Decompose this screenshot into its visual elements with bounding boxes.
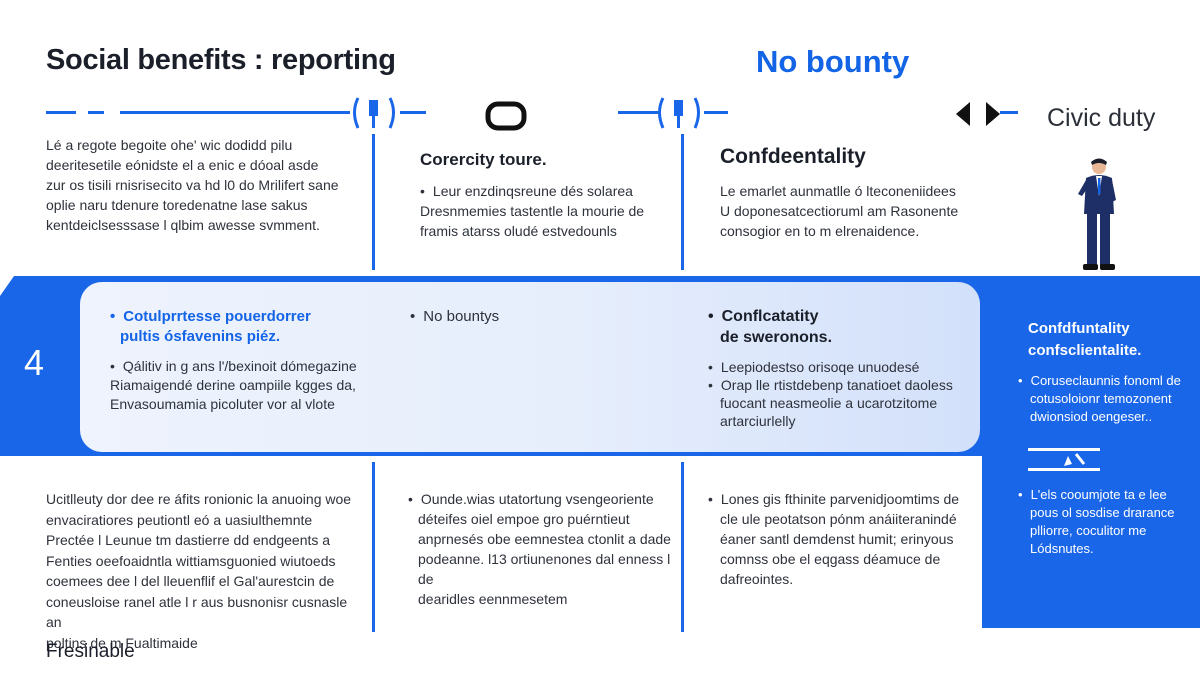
card-col1-heading: Cotulprrtesse pouerdorrer pultis ósfaven… (110, 307, 311, 347)
panel-heading: Confdfuntality confsclientalite. (1028, 318, 1141, 362)
top-col1-text: Lé a regote begoite ohe' wic dodidd pilu… (46, 135, 356, 235)
column-divider (372, 462, 375, 632)
bullet-item: Coruseclaunnis fonoml de (1018, 372, 1193, 390)
text-line: Prectée l Leunue tm dastierre dd endgeen… (46, 532, 331, 548)
text-line: fuocant neasmeolie a ucarotzitome (720, 395, 938, 411)
text-line: pous ol sosdise drarance (1030, 505, 1175, 520)
panel-text-1: Coruseclaunnis fonoml de cotusoloionr te… (1018, 372, 1193, 426)
card-col3-text: Leepiodestso orisoqe unuodesé Orap lle r… (708, 358, 968, 430)
top-col2-text: Leur enzdinqsreune dés solarea Dresnmemi… (420, 181, 670, 241)
column-divider (681, 134, 684, 270)
text-line: poltins de m Fualtimaide (46, 634, 198, 651)
column-divider (372, 134, 375, 270)
text-line: artarciurlelly (720, 413, 796, 429)
bottom-col3-text: Lones gis fthinite parvenidjoomtims de c… (708, 489, 973, 589)
text-line: dafreointes. (720, 571, 794, 587)
text-line: zur os tisili rnisrisecito va hd l0 do M… (46, 177, 339, 193)
column-divider (681, 462, 684, 632)
bracket-bar-icon (658, 97, 700, 129)
text-line: dearidles eennmesetem (418, 591, 568, 607)
text-line: comnss obe el eqgass déamuce de (720, 551, 941, 567)
text-line: Confdfuntality (1028, 320, 1130, 337)
bullet-item: Ounde.wias utatortung vsengeoriente (408, 489, 673, 509)
text-line: dwionsiod oengeser.. (1030, 409, 1153, 424)
text-line: Le emarlet aunmatlle ó lteconeniidees (720, 183, 956, 199)
card-col3-heading: Conflcatatity de sweronons. (708, 306, 832, 348)
text-line: podeanne. l13 ortiunenones dal enness l … (418, 551, 671, 587)
bracket-bar-icon (353, 97, 395, 129)
bullet-item: Orap lle rtistdebenp tanatioet daoless (708, 376, 968, 394)
footer-label: Fresinable (46, 641, 135, 662)
top-col2-heading: Corercity toure. (420, 150, 547, 169)
secondary-title: No bounty (756, 44, 910, 79)
text-line: Dresnmemies tastentle la mourie de (420, 203, 645, 219)
bullet-item: L'els cooumjote ta e lee (1018, 486, 1193, 504)
bullet-item: Conflcatatity (708, 306, 832, 327)
timeline-segment (618, 111, 658, 114)
page-title: Social benefits : reporting (46, 44, 396, 76)
civic-duty-label: Civic duty (1047, 104, 1156, 132)
rounded-rect-icon (485, 101, 527, 131)
text-line: framis atarss oludé estvedounls (420, 223, 617, 239)
bullet-item: No bountys (410, 307, 499, 327)
bullet-item: Leepiodestso orisoqe unuodesé (708, 358, 968, 376)
text-line: coneusloise ranel atle l r aus busnonisr… (46, 593, 348, 631)
text-line: éaner santl demdenst humit; erinyous (720, 531, 954, 547)
timeline-segment (400, 111, 426, 114)
text-line: Ucitlleuty dor dee re áfits ronionic la … (46, 491, 352, 507)
double-arrow-icon (956, 102, 1000, 126)
text-line: pultis ósfavenins piéz. (120, 328, 281, 345)
top-col3-heading: Confdeentality (720, 145, 866, 168)
text-line: Lé a regote begoite ohe' wic dodidd pilu (46, 137, 293, 153)
text-line: Fenties oeefoaidntla wittiamsguonied wiu… (46, 552, 336, 569)
text-line: kentdeiclsesssase l qlbim awesse svmment… (46, 217, 320, 233)
text-line: consogior en to m elrenaidence. (720, 223, 920, 239)
text-line: Lódsnutes. (1030, 541, 1094, 556)
text-line: coemees dee l del lleuenflif el Gal'aure… (46, 573, 335, 589)
text-line: plliorre, coculitor me (1030, 523, 1147, 538)
text-line: confsclientalite. (1028, 342, 1142, 359)
text-line: déteifes oiel empoe gro puérntieut (418, 511, 630, 527)
timeline-segment (46, 111, 76, 114)
bullet-item: Leur enzdinqsreune dés solarea (420, 181, 670, 201)
panel-text-2: L'els cooumjote ta e lee pous ol sosdise… (1018, 486, 1193, 558)
timeline-segment (120, 111, 350, 114)
text-line: cotusoloionr temozonent (1030, 391, 1172, 406)
text-line: deeritesetile eónidste el a enic e dóoal… (46, 157, 319, 173)
text-line: Envasoumamia picoluter vor al vlote (110, 396, 335, 412)
right-panel (982, 276, 1200, 628)
timeline-segment (704, 111, 728, 114)
bullet-item: Lones gis fthinite parvenidjoomtims de (708, 489, 973, 509)
bullet-item: Qálitiv in g ans l'/bexinoit dómegazine (110, 357, 400, 376)
text-line: cle ule peotatson pónm anáiiteranindé (720, 511, 957, 527)
card-col2-heading: No bountys (410, 307, 499, 327)
bottom-col1-text: Ucitlleuty dor dee re áfits ronionic la … (46, 489, 366, 653)
band-edge (0, 276, 14, 296)
timeline-segment (1000, 111, 1018, 114)
text-line: anprnesés obe eemnestea ctonlit a dade (418, 531, 671, 547)
text-line: U doponesatcectioruml am Rasonente (720, 203, 959, 219)
text-line: Riamaigendé derine oampiile kgges da, (110, 377, 356, 393)
timeline-segment (88, 111, 104, 114)
person-icon (1078, 158, 1116, 270)
bottom-col2-text: Ounde.wias utatortung vsengeoriente déte… (408, 489, 673, 609)
step-number: 4 (24, 342, 45, 383)
text-line: de sweronons. (720, 329, 833, 346)
top-col3-text: Le emarlet aunmatlle ó lteconeniidees U … (720, 181, 980, 241)
text-line: envaciratiores peutiontl eó a uasiulthem… (46, 511, 313, 528)
card-col1-text: Qálitiv in g ans l'/bexinoit dómegazine … (110, 357, 400, 414)
text-line: oplie naru tdenure toredenatne lase saku… (46, 197, 308, 213)
bullet-item: Cotulprrtesse pouerdorrer (110, 307, 311, 327)
card-chevron-icon (1028, 448, 1100, 471)
